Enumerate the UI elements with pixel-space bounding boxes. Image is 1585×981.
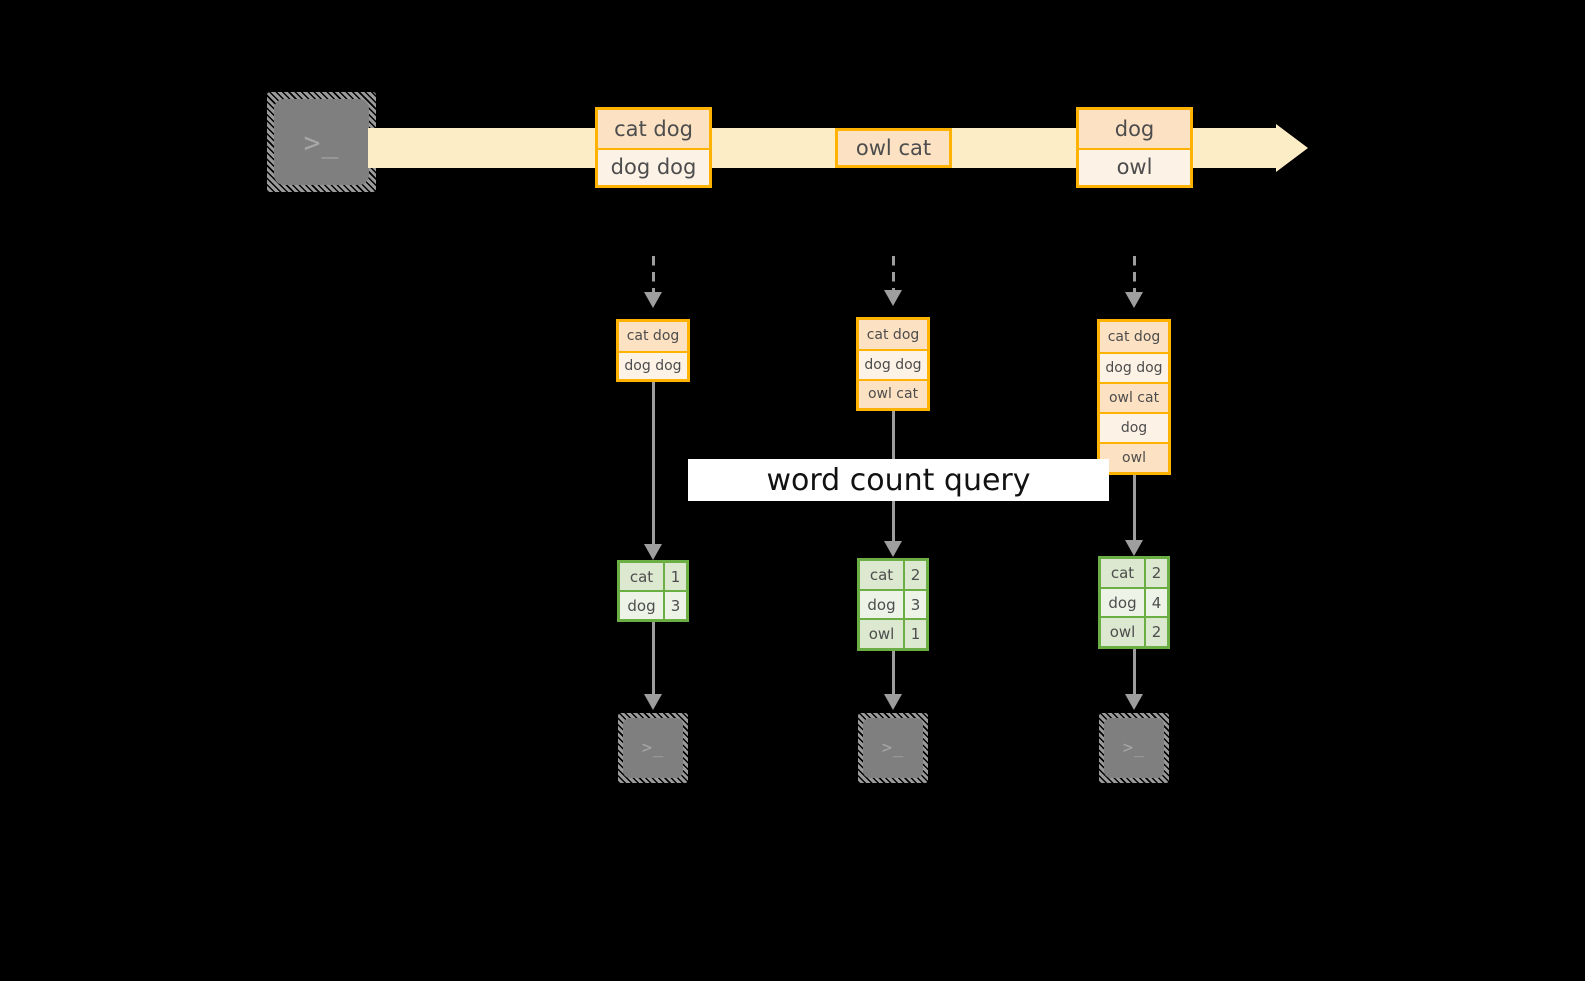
result-word: cat bbox=[1101, 559, 1144, 587]
terminal-prompt-glyph: >_ bbox=[303, 125, 340, 159]
snapshot-2-sink-terminal-icon: >_ bbox=[858, 713, 928, 783]
terminal-face bbox=[863, 718, 923, 778]
result-word: cat bbox=[860, 561, 903, 589]
snapshot-1-input-line: dog dog bbox=[619, 350, 687, 379]
table-row: cat 2 bbox=[1101, 559, 1167, 587]
snapshot-2-sink-connector bbox=[892, 651, 895, 696]
snapshot-3-query-connector bbox=[1133, 475, 1136, 542]
snapshot-1-sink-terminal-icon: >_ bbox=[618, 713, 688, 783]
stream-record-line: dog dog bbox=[598, 147, 709, 185]
terminal-face bbox=[274, 99, 369, 185]
snapshot-1-dashed-arrowhead bbox=[644, 292, 662, 308]
result-word: dog bbox=[1101, 588, 1144, 617]
snapshot-2-input-box: cat dog dog dog owl cat bbox=[856, 317, 930, 411]
snapshot-1-query-connector bbox=[652, 382, 655, 546]
stream-record-line: cat dog bbox=[598, 110, 709, 148]
table-row: dog 3 bbox=[620, 590, 686, 619]
snapshot-3-input-line: cat dog bbox=[1100, 322, 1168, 352]
snapshot-3-dashed-arrowhead bbox=[1125, 292, 1143, 308]
table-row: dog 4 bbox=[1101, 586, 1167, 617]
snapshot-2-input-line: owl cat bbox=[859, 378, 927, 408]
snapshot-2-input-line: dog dog bbox=[859, 349, 927, 379]
result-count: 1 bbox=[663, 563, 686, 590]
result-word: owl bbox=[860, 620, 903, 649]
result-count: 2 bbox=[1144, 559, 1167, 587]
snapshot-1-input-box: cat dog dog dog bbox=[616, 319, 690, 382]
table-row: owl 1 bbox=[860, 618, 926, 649]
snapshot-3-sink-arrowhead bbox=[1125, 694, 1143, 710]
snapshot-1-sink-connector bbox=[652, 622, 655, 696]
table-row: dog 3 bbox=[860, 588, 926, 619]
table-row: cat 1 bbox=[620, 563, 686, 590]
result-word: owl bbox=[1101, 618, 1144, 647]
source-terminal-icon: >_ bbox=[267, 92, 376, 192]
result-count: 2 bbox=[1144, 618, 1167, 647]
snapshot-1-input-line: cat dog bbox=[619, 322, 687, 351]
snapshot-3-input-line: dog dog bbox=[1100, 352, 1168, 382]
stream-record-group-2: owl cat bbox=[835, 128, 952, 168]
table-row: cat 2 bbox=[860, 561, 926, 589]
snapshot-3-sink-terminal-icon: >_ bbox=[1099, 713, 1169, 783]
snapshot-3-input-line: owl bbox=[1100, 442, 1168, 472]
snapshot-2-dashed-arrowhead bbox=[884, 290, 902, 306]
stream-record-group-3: dog owl bbox=[1076, 107, 1193, 188]
snapshot-2-input-line: cat dog bbox=[859, 320, 927, 350]
snapshot-3-result-table: cat 2 dog 4 owl 2 bbox=[1098, 556, 1170, 649]
stream-record-line: dog bbox=[1079, 110, 1190, 148]
terminal-prompt-glyph: >_ bbox=[1122, 738, 1146, 758]
stream-record-line: owl cat bbox=[838, 131, 949, 165]
result-word: cat bbox=[620, 563, 663, 590]
snapshot-3-input-box: cat dog dog dog owl cat dog owl bbox=[1097, 319, 1171, 475]
table-row: owl 2 bbox=[1101, 616, 1167, 647]
stream-record-group-1: cat dog dog dog bbox=[595, 107, 712, 188]
result-word: dog bbox=[860, 590, 903, 619]
snapshot-1-result-table: cat 1 dog 3 bbox=[617, 560, 689, 622]
snapshot-2-query-arrowhead bbox=[884, 541, 902, 557]
snapshot-3-input-line: dog bbox=[1100, 412, 1168, 442]
snapshot-1-dashed-connector bbox=[652, 256, 655, 294]
terminal-prompt-glyph: >_ bbox=[881, 738, 905, 758]
result-count: 4 bbox=[1144, 588, 1167, 617]
result-count: 3 bbox=[903, 590, 926, 619]
snapshot-3-input-line: owl cat bbox=[1100, 382, 1168, 412]
snapshot-3-dashed-connector bbox=[1133, 256, 1136, 294]
stream-arrow-head bbox=[1276, 124, 1308, 172]
terminal-face bbox=[623, 718, 683, 778]
snapshot-1-query-arrowhead bbox=[644, 544, 662, 560]
terminal-face bbox=[1104, 718, 1164, 778]
query-label: word count query bbox=[688, 459, 1109, 501]
result-count: 2 bbox=[903, 561, 926, 589]
snapshot-2-dashed-connector bbox=[892, 256, 895, 292]
snapshot-2-result-table: cat 2 dog 3 owl 1 bbox=[857, 558, 929, 651]
result-word: dog bbox=[620, 592, 663, 619]
stream-record-line: owl bbox=[1079, 147, 1190, 185]
result-count: 1 bbox=[903, 620, 926, 649]
snapshot-2-sink-arrowhead bbox=[884, 694, 902, 710]
snapshot-3-sink-connector bbox=[1133, 649, 1136, 696]
result-count: 3 bbox=[663, 592, 686, 619]
snapshot-1-sink-arrowhead bbox=[644, 694, 662, 710]
terminal-prompt-glyph: >_ bbox=[641, 738, 665, 758]
snapshot-3-query-arrowhead bbox=[1125, 540, 1143, 556]
